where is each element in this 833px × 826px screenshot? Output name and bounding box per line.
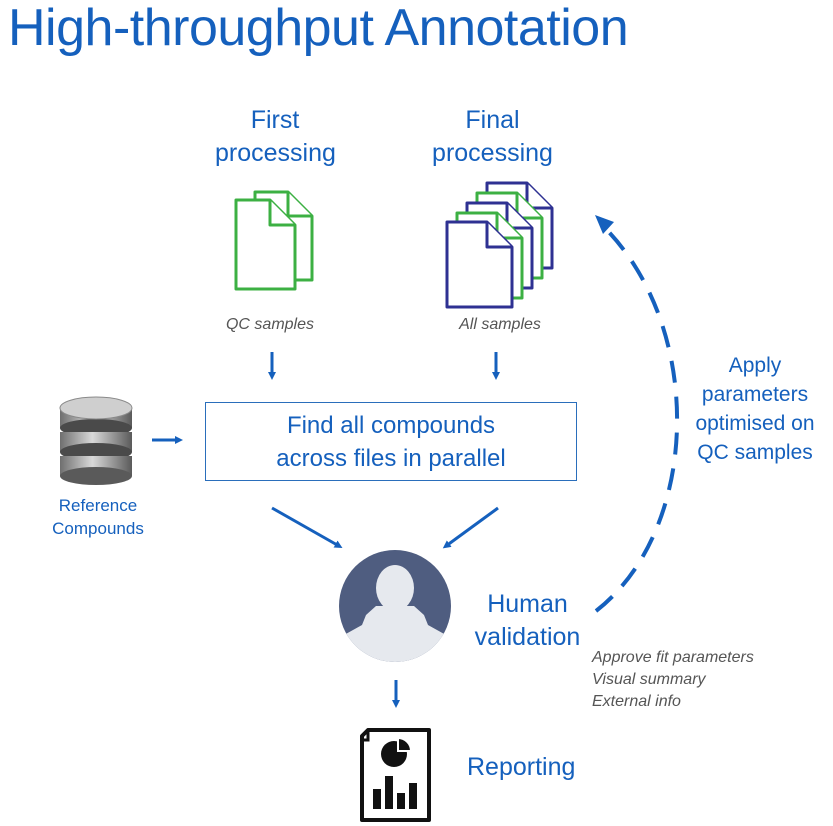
feedback-arrowhead: [595, 215, 614, 234]
qc-samples-caption: QC samples: [225, 316, 315, 333]
qc-documents-icon: [234, 190, 314, 291]
validation-details: Approve fit parameters Visual summary Ex…: [592, 647, 754, 713]
all-samples-caption: All samples: [459, 316, 541, 333]
feedback-arc: [594, 226, 679, 613]
validation-detail: Visual summary: [592, 671, 706, 688]
reporting-label: Reporting: [467, 753, 576, 781]
arrow-box-to-validation-left: [271, 506, 343, 548]
validation-detail: External info: [592, 693, 681, 710]
human-validation-line2: validation: [474, 623, 581, 651]
reference-compounds-label: Reference Compounds: [30, 494, 166, 540]
first-heading-line2: processing: [215, 139, 336, 167]
find-compounds-line2: across files in parallel: [276, 444, 506, 472]
first-heading-line1: First: [250, 106, 300, 134]
find-compounds-box: Find all compounds across files in paral…: [205, 402, 577, 481]
reference-line2: Compounds: [52, 519, 144, 538]
reference-line1: Reference: [58, 496, 138, 515]
validation-detail: Approve fit parameters: [592, 649, 754, 666]
final-heading-line2: processing: [432, 139, 553, 167]
apply-line3: optimised on: [695, 412, 815, 435]
human-validation-label: Human validation: [465, 588, 590, 654]
all-documents-icon: [445, 181, 554, 309]
apply-line2: parameters: [701, 383, 809, 406]
apply-line1: Apply: [728, 354, 782, 377]
apply-parameters-label: Apply parameters optimised on QC samples: [680, 351, 830, 467]
avatar: [339, 550, 451, 662]
apply-line4: QC samples: [697, 441, 813, 464]
arrow-box-to-validation-right: [442, 506, 499, 549]
final-heading-line1: Final: [465, 106, 520, 134]
human-validation-line1: Human: [487, 590, 568, 618]
database-icon: [59, 396, 133, 485]
page-title: High-throughput Annotation: [8, 0, 629, 57]
final-processing-heading: Final processing: [420, 104, 565, 170]
report-icon: [360, 728, 431, 822]
find-compounds-line1: Find all compounds: [286, 411, 496, 439]
first-processing-heading: First processing: [215, 104, 336, 170]
